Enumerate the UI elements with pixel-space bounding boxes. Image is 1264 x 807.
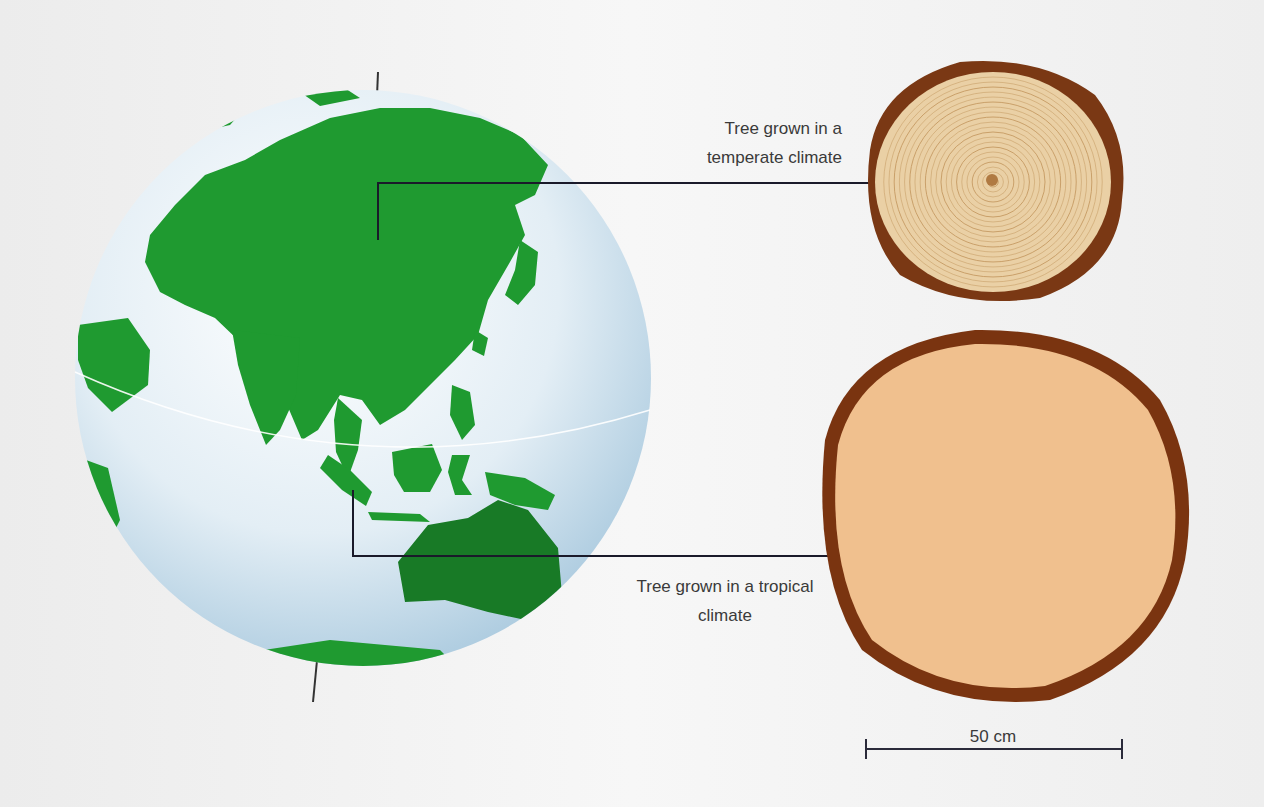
label-text: Tree grown in a tropical climate [636, 577, 813, 625]
leader-line [353, 490, 865, 556]
equator-line [75, 372, 650, 447]
leader-line [378, 183, 893, 240]
temperate-tree-section [868, 61, 1123, 301]
label-text: Tree grown in a temperate climate [707, 119, 842, 167]
scale-label: 50 cm [933, 722, 1053, 751]
tree-label: Tree grown in a tropical climate [630, 572, 820, 630]
tree-label: Tree grown in a temperate climate [652, 114, 842, 172]
tropical-tree-section [822, 330, 1189, 702]
globe [75, 90, 651, 666]
label-text: 50 cm [970, 727, 1016, 746]
continents [72, 85, 562, 690]
